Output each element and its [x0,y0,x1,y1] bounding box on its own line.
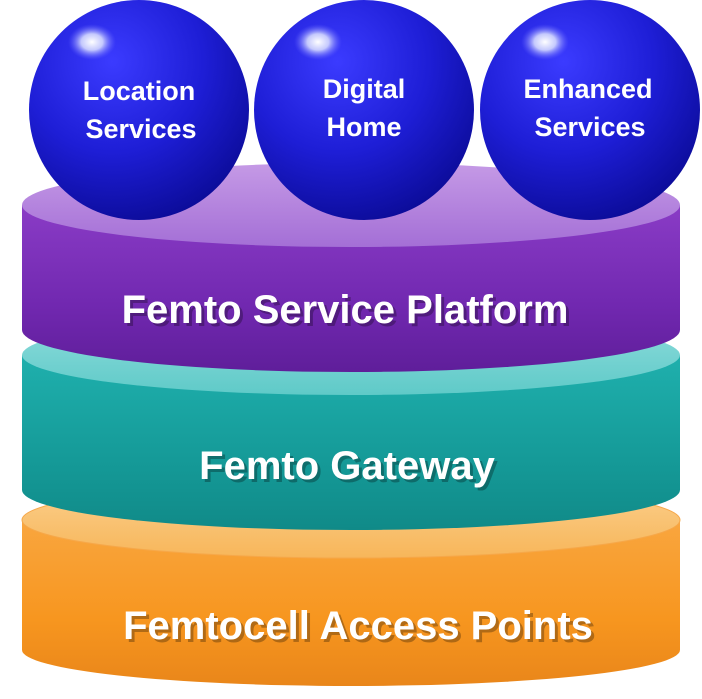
gateway-label-shadow: Femto Gateway [202,447,498,491]
highlight-glint [521,24,569,60]
service-enhanced: Enhanced Services [480,0,700,220]
platform-label: Femto Service Platform [122,288,569,332]
service-location: Location Services [29,0,249,220]
service-label-line1: Location [83,76,196,106]
access-points-label-shadow: Femtocell Access Points [126,607,596,651]
service-label-line1: Enhanced [523,74,652,104]
gateway-label: Femto Gateway [199,444,495,488]
highlight-glint [294,24,342,60]
service-label-line1: Digital [323,74,406,104]
highlight-glint [68,24,116,60]
service-digital-home: Digital Home [254,0,474,220]
platform-label-shadow: Femto Service Platform [125,291,572,335]
service-label-line2: Services [85,114,196,144]
service-label-line2: Home [326,112,401,142]
service-label-line2: Services [534,112,645,142]
access-points-label: Femtocell Access Points [123,604,593,648]
